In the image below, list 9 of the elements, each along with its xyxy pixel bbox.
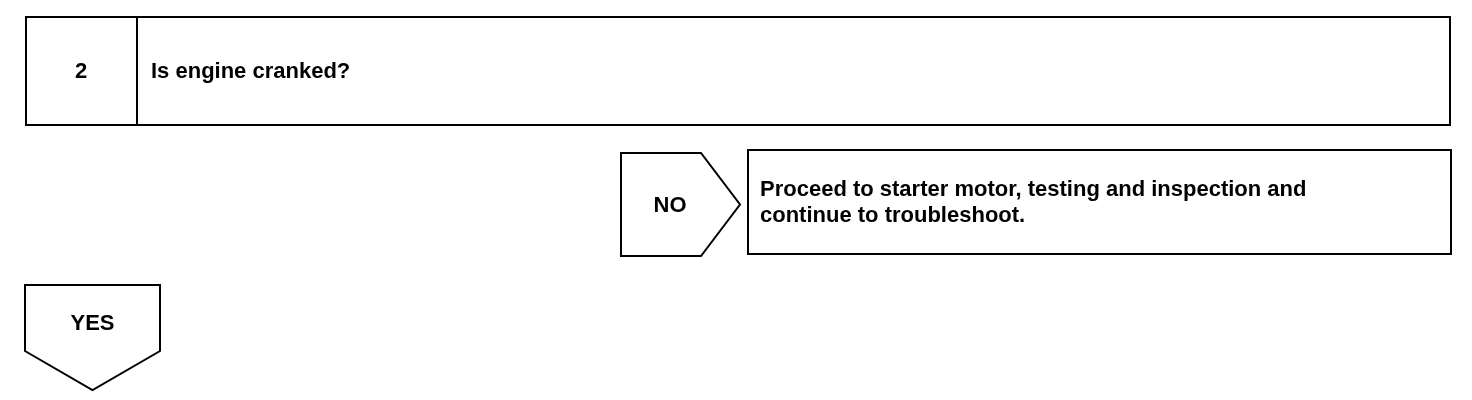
- branch-arrow-shape: [620, 152, 741, 257]
- branch-label: YES: [69, 310, 116, 336]
- branch-arrow-shape: [24, 284, 161, 391]
- action-box: [747, 149, 1452, 255]
- question-box: [25, 16, 1451, 126]
- action-text: Proceed to starter motor, testing and inspection and continue to troubleshoot.: [760, 176, 1308, 228]
- branch-label: NO: [652, 191, 688, 218]
- step-number: 2: [73, 58, 89, 84]
- question-text: Is engine cranked?: [151, 58, 352, 84]
